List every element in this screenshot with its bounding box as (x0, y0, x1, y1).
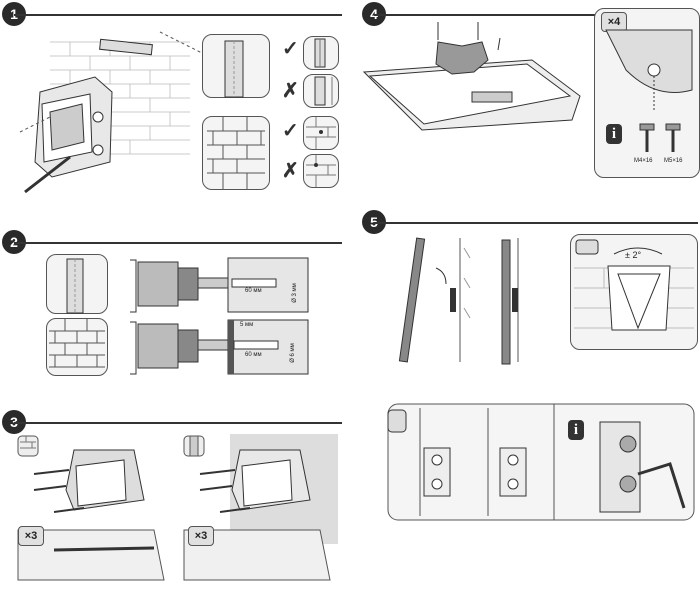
tv-back-plate-illustration (362, 22, 581, 131)
mount-brick-illustration (17, 435, 165, 581)
mount-wood-illustration (183, 434, 338, 581)
step-5-rule (374, 222, 698, 224)
depth-label-bottom: 60 мм (245, 352, 262, 358)
screw-size-a: M4×16 (634, 158, 653, 164)
step-2-rule (14, 242, 342, 244)
brick-check-panel (202, 116, 270, 190)
qty-tag-right: ×3 (188, 526, 214, 546)
info-icon-step5: i (568, 420, 584, 440)
wood-bad-thumb (303, 74, 339, 108)
info-icon-step4: i (606, 124, 622, 144)
check-mark-wood: ✓ (282, 38, 299, 60)
step-1-rule (14, 14, 342, 16)
screw-qty-tag: ×4 (601, 12, 627, 32)
tilt-label: ± 2° (625, 250, 642, 260)
drill-brick-panel (46, 318, 108, 376)
screw-icons (639, 123, 681, 152)
brick-ok-thumb (303, 116, 339, 150)
drill-top-illustration (130, 257, 309, 313)
step-4-rule (374, 14, 698, 16)
drill-wood-panel (46, 254, 108, 314)
wood-check-panel (202, 34, 270, 98)
screw-size-b: M5×16 (664, 158, 683, 164)
depth-label-top: 60 мм (245, 288, 262, 294)
diameter-label-bottom: Ø 6 мм (289, 343, 296, 363)
cross-mark-wood: ✗ (282, 80, 299, 102)
diameter-label-top: Ø 3 мм (291, 283, 298, 303)
wood-ok-thumb (303, 36, 339, 70)
step-3-rule (14, 422, 342, 424)
brick-bad-thumb (303, 154, 339, 188)
tilt-detail-illustration (574, 239, 694, 331)
wall-bracket-level-illustration (19, 31, 221, 194)
cross-mark-brick: ✗ (282, 160, 299, 182)
drill-bottom-illustration (130, 319, 309, 375)
adjust-panel-illustration (387, 403, 695, 521)
hang-tv-illustration (398, 237, 519, 365)
gap-label: 5 мм (240, 322, 254, 328)
screw-detail-illustration (605, 29, 693, 110)
check-mark-brick: ✓ (282, 120, 299, 142)
qty-tag-left: ×3 (18, 526, 44, 546)
